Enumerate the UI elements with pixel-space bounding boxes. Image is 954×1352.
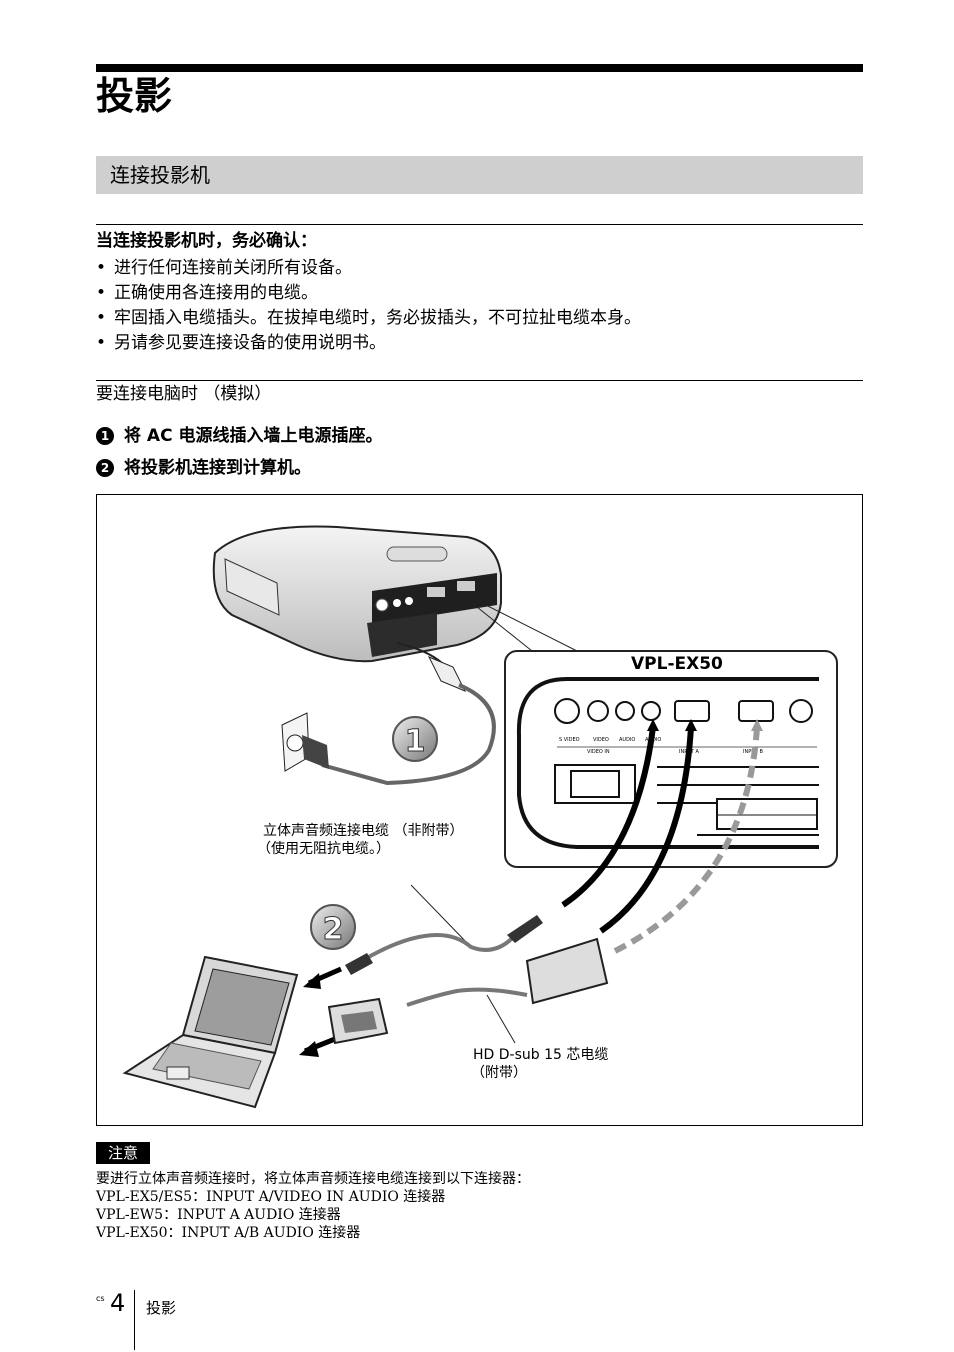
callout-2-label: 2: [323, 912, 344, 947]
footer-chapter-label: 投影: [146, 1299, 177, 1317]
step-text: 将 AC 电源线插入墙上电源插座。: [124, 426, 383, 446]
checklist: 进行任何连接前关闭所有设备。 正确使用各连接用的电缆。 牢固插入电缆插头。在拔掉…: [96, 256, 641, 356]
subsection-heading: 要连接电脑时 （模拟）: [96, 384, 272, 404]
pointer-line: [451, 586, 538, 656]
note-line: VPL-EX5/ES5：INPUT A/VIDEO IN AUDIO 连接器: [96, 1189, 446, 1205]
port-label: VIDEO: [593, 737, 609, 743]
note-body: 要进行立体声音频连接时，将立体声音频连接电缆连接到以下连接器： VPL-EX5/…: [96, 1170, 530, 1242]
divider: [96, 380, 863, 381]
step-2: 2 将投影机连接到计算机。: [96, 456, 311, 480]
audio-cable-note: （使用无阻抗电缆。）: [257, 840, 390, 857]
list-item: 另请参见要连接设备的使用说明书。: [96, 331, 641, 356]
footer-divider: [134, 1290, 135, 1350]
list-item: 正确使用各连接用的电缆。: [96, 281, 641, 306]
section-title: 连接投影机: [110, 163, 210, 187]
step-number: 1: [96, 427, 114, 445]
port-label: S VIDEO: [559, 737, 580, 743]
chapter-top-bar: [96, 64, 863, 72]
laptop-icon: [122, 955, 299, 1109]
port-label: VIDEO IN: [587, 749, 610, 755]
vga-cable: [599, 726, 694, 934]
step-text: 将投影机连接到计算机。: [124, 458, 311, 478]
port-label: AUDIO: [619, 737, 635, 743]
divider: [96, 224, 863, 225]
note-badge: 注意: [96, 1142, 150, 1164]
intro-heading: 当连接投影机时，务必确认：: [96, 231, 317, 251]
model-label: VPL-EX50: [631, 654, 723, 674]
projector-icon: [212, 525, 502, 663]
footer-lang-code: cs: [96, 1294, 105, 1303]
list-item: 牢固插入电缆插头。在拔掉电缆时，务必拔插头，不可拉扯电缆本身。: [96, 306, 641, 331]
audio-cable: [561, 726, 656, 908]
page-number: 4: [110, 1289, 126, 1317]
diagram-illustration: 1 VPL-EX50 S VIDEO VIDEO AUDIO AUDIO VID…: [122, 525, 838, 1109]
step-1: 1 将 AC 电源线插入墙上电源插座。: [96, 424, 382, 448]
step-number: 2: [96, 459, 114, 477]
callout-1-badge: 1: [392, 716, 438, 762]
audio-cable-label: 立体声音频连接电缆 （非附带）: [263, 822, 463, 839]
vga-cable-label: HD D-sub 15 芯电缆: [473, 1047, 608, 1063]
note-line: 要进行立体声音频连接时，将立体声音频连接电缆连接到以下连接器：: [96, 1171, 530, 1187]
connection-diagram: 1 VPL-EX50 S VIDEO VIDEO AUDIO AUDIO VID…: [96, 494, 863, 1126]
section-band: [96, 156, 863, 194]
chapter-title: 投影: [96, 74, 173, 118]
callout-1-label: 1: [405, 724, 426, 759]
callout-2-badge: 2: [310, 904, 356, 950]
vga-cable-note: （附带）: [471, 1065, 527, 1081]
power-cord-icon: [281, 642, 496, 786]
pointer-line: [461, 592, 578, 652]
alt-vga-cable: [613, 726, 760, 954]
list-item: 进行任何连接前关闭所有设备。: [96, 256, 641, 281]
note-line: VPL-EX50：INPUT A/B AUDIO 连接器: [96, 1225, 361, 1241]
note-line: VPL-EW5：INPUT A AUDIO 连接器: [96, 1207, 341, 1223]
